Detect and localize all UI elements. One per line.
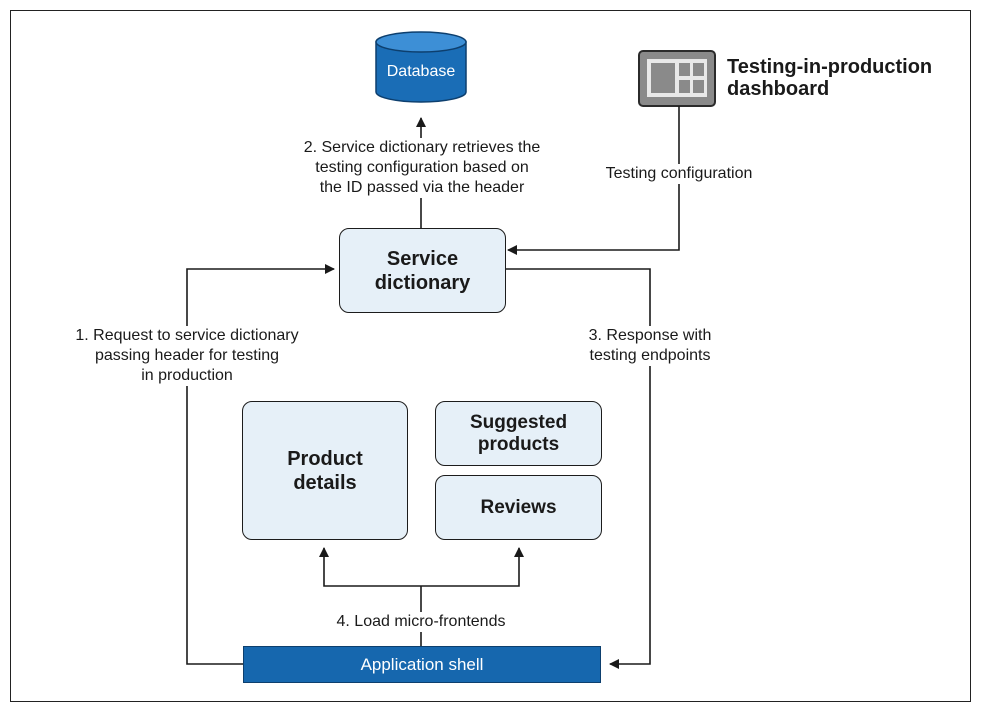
diagram-frame bbox=[10, 10, 971, 702]
product-details-label: Product details bbox=[287, 447, 363, 494]
dashboard-icon bbox=[638, 50, 716, 107]
arrow-step-4-product bbox=[319, 547, 421, 587]
testing-configuration-label: Testing configuration bbox=[596, 164, 762, 184]
application-shell-label: Application shell bbox=[360, 654, 484, 674]
step-4-label: 4. Load micro-frontends bbox=[326, 612, 516, 632]
arrow-step-1 bbox=[186, 264, 335, 665]
suggested-products-box: Suggested products bbox=[435, 401, 602, 466]
step-3-label: 3. Response with testing endpoints bbox=[572, 326, 728, 366]
service-dictionary-label: Service dictionary bbox=[374, 247, 471, 294]
product-details-box: Product details bbox=[242, 401, 408, 540]
step-2-label: 2. Service dictionary retrieves the test… bbox=[282, 138, 562, 198]
database-icon bbox=[375, 31, 467, 103]
reviews-label: Reviews bbox=[480, 496, 557, 518]
reviews-box: Reviews bbox=[435, 475, 602, 540]
database-label: Database bbox=[386, 63, 456, 80]
arrow-step-3 bbox=[506, 268, 651, 669]
arrow-testing-configuration bbox=[507, 106, 680, 255]
suggested-products-label: Suggested products bbox=[469, 411, 568, 455]
application-shell-bar: Application shell bbox=[243, 646, 601, 683]
service-dictionary-box: Service dictionary bbox=[339, 228, 506, 313]
dashboard-label: Testing-in-production dashboard bbox=[727, 56, 933, 100]
arrow-step-4-reviews bbox=[421, 547, 524, 587]
step-1-label: 1. Request to service dictionary passing… bbox=[56, 326, 318, 386]
